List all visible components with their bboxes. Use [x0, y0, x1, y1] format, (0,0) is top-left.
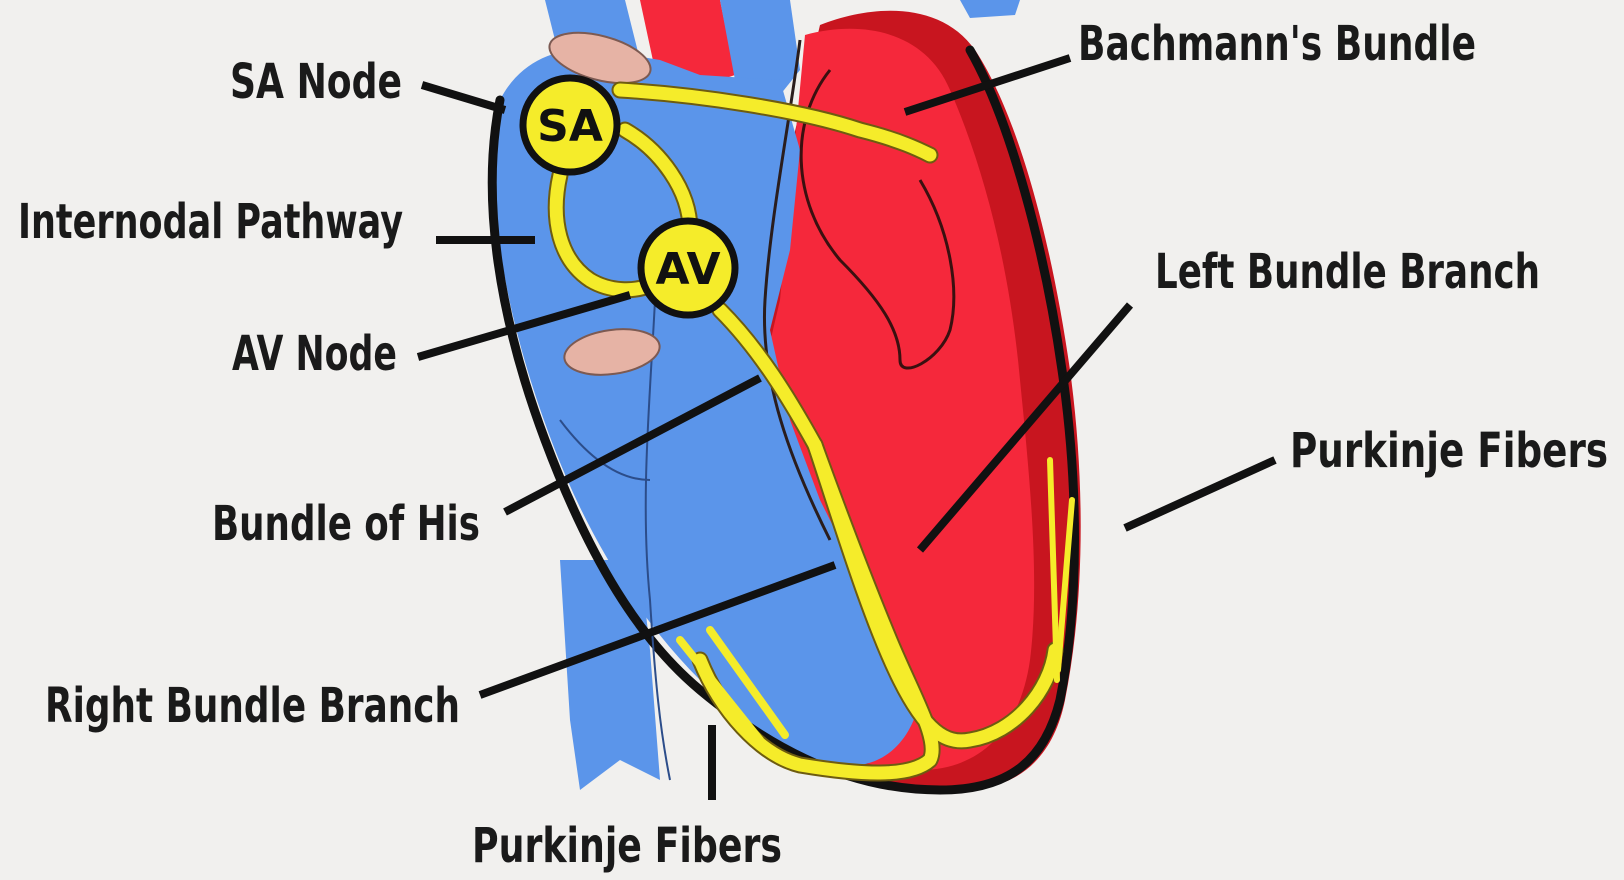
label-left-bundle-branch: Left Bundle Branch: [1155, 244, 1540, 300]
av-node-text: AV: [655, 244, 720, 295]
av-node: AV: [641, 221, 735, 315]
label-internodal-pathway: Internodal Pathway: [18, 194, 403, 250]
label-sa-node: SA Node: [230, 54, 402, 110]
sa-node-text: SA: [537, 101, 603, 152]
label-purkinje-fibers-right: Purkinje Fibers: [1290, 423, 1608, 479]
sa-node: SA: [523, 78, 617, 172]
label-av-node: AV Node: [232, 326, 397, 382]
label-bachmanns-bundle: Bachmann's Bundle: [1078, 16, 1476, 72]
label-bundle-of-his: Bundle of His: [212, 496, 480, 552]
label-purkinje-fibers-bottom: Purkinje Fibers: [472, 818, 782, 874]
label-right-bundle-branch: Right Bundle Branch: [45, 678, 460, 734]
